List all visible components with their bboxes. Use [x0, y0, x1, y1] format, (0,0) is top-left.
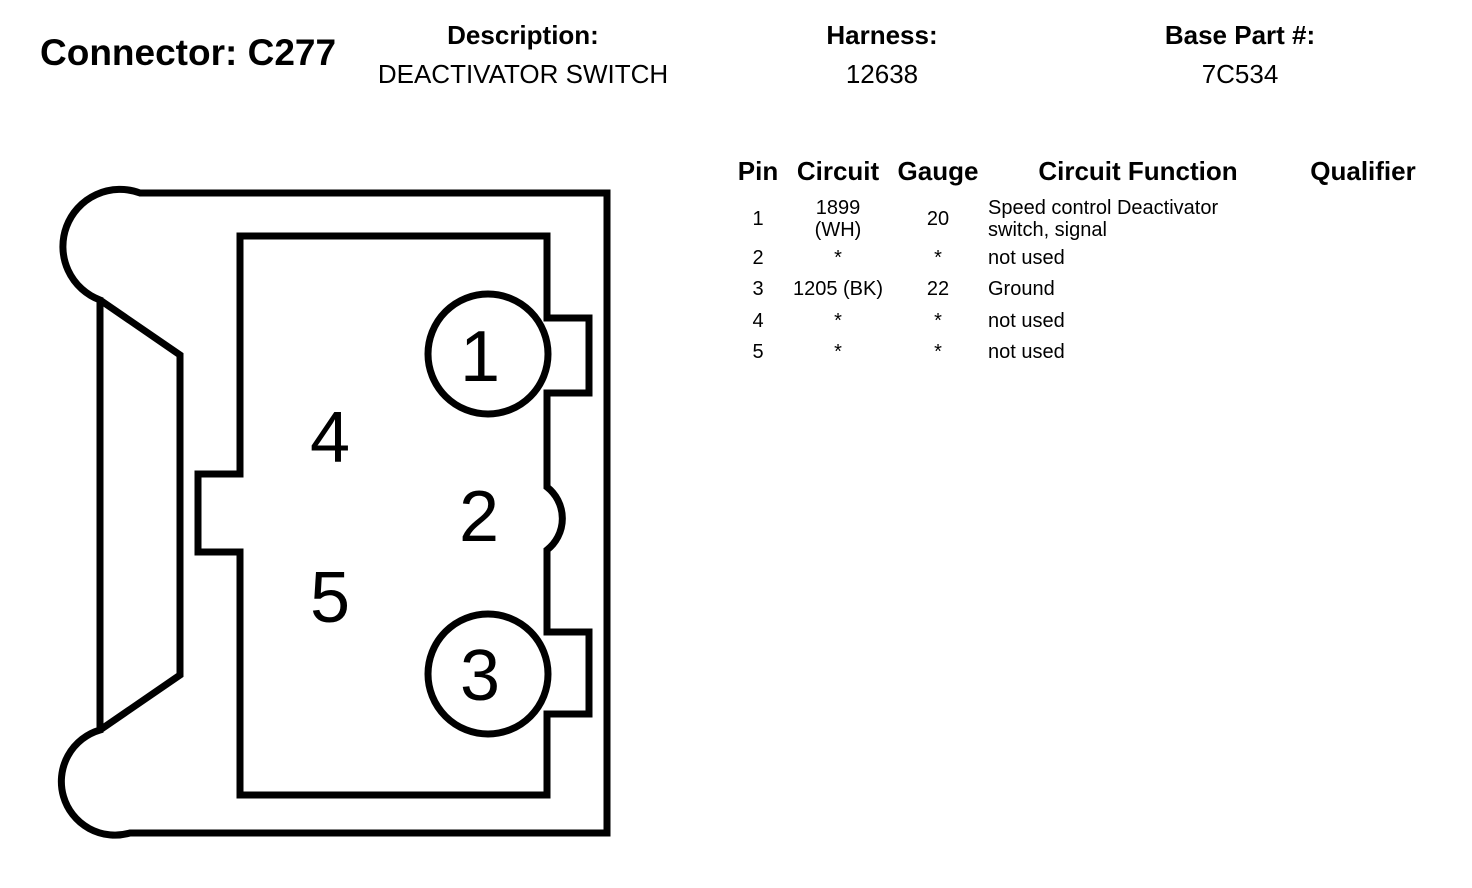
pin-cell: 5 [752, 341, 764, 364]
harness-value: 12638 [845, 59, 919, 89]
gauge-cell: 22 [926, 278, 950, 301]
pin-cell: 2 [752, 246, 764, 269]
pin-label-3: 3 [460, 636, 500, 716]
gauge-cell: * [934, 309, 942, 332]
qualifier-cell [1288, 337, 1438, 369]
table-header-row: Pin Circuit Gauge Circuit Function Quali… [728, 156, 1438, 195]
function-cell: Speed control Deactivator switch, signal [988, 195, 1288, 242]
header-circuit: Circuit [796, 156, 880, 186]
table-row: 3 1205 (BK) 22 Ground [728, 274, 1438, 306]
pin-label-4: 4 [310, 398, 350, 478]
qualifier-cell [1288, 305, 1438, 337]
header-pin: Pin [737, 156, 779, 186]
table-row: 4 * * not used [728, 305, 1438, 337]
base-part-value: 7C534 [1201, 59, 1279, 89]
function-line-1: Speed control Deactivator [988, 196, 1219, 219]
circuit-cell: 1899 (WH) [788, 195, 888, 242]
pin-label-5: 5 [310, 558, 350, 638]
pin-cell: 1 [752, 207, 764, 230]
harness-label: Harness: [826, 20, 938, 50]
circuit-cell: * [834, 341, 842, 364]
base-part-block: Base Part #: 7C534 [1130, 20, 1350, 90]
cavity-outline [194, 232, 593, 799]
header-qualifier: Qualifier [1310, 156, 1416, 186]
circuit-cell: * [834, 246, 842, 269]
pin-3-terminal [424, 610, 552, 738]
function-line-2: switch, signal [988, 218, 1107, 241]
qualifier-cell [1288, 195, 1438, 242]
pin-cell: 4 [752, 309, 764, 332]
pin-table: Pin Circuit Gauge Circuit Function Quali… [728, 156, 1438, 368]
function-cell: not used [988, 341, 1065, 364]
description-value: DEACTIVATOR SWITCH [377, 59, 669, 89]
table-row: 5 * * not used [728, 337, 1438, 369]
gauge-cell: * [934, 246, 942, 269]
qualifier-cell [1288, 242, 1438, 274]
description-block: Description: DEACTIVATOR SWITCH [363, 20, 683, 90]
harness-block: Harness: 12638 [782, 20, 982, 90]
pin-cell: 3 [752, 278, 764, 301]
function-cell: Ground [988, 278, 1055, 301]
circuit-color: (WH) [814, 218, 862, 241]
description-label: Description: [447, 20, 599, 50]
connector-title: Connector: C277 [40, 32, 337, 73]
header-gauge: Gauge [897, 156, 979, 186]
qualifier-cell [1288, 274, 1438, 306]
table-row: 2 * * not used [728, 242, 1438, 274]
gauge-cell: 20 [926, 207, 950, 230]
circuit-number: 1899 [815, 196, 861, 219]
function-cell: not used [988, 309, 1065, 332]
pin-1-terminal [424, 290, 552, 418]
circuit-cell: 1205 (BK) [792, 278, 884, 301]
pin-label-2: 2 [459, 477, 499, 557]
circuit-cell: * [834, 309, 842, 332]
latch-outline [98, 297, 184, 733]
gauge-cell: * [934, 341, 942, 364]
function-cell: not used [988, 246, 1065, 269]
header-circuit-function: Circuit Function [1038, 156, 1238, 186]
pin-label-1: 1 [460, 317, 500, 397]
base-part-label: Base Part #: [1164, 20, 1316, 50]
table-row: 1 1899 (WH) 20 Speed control Deactivator… [728, 195, 1438, 242]
housing-outline [57, 185, 611, 839]
